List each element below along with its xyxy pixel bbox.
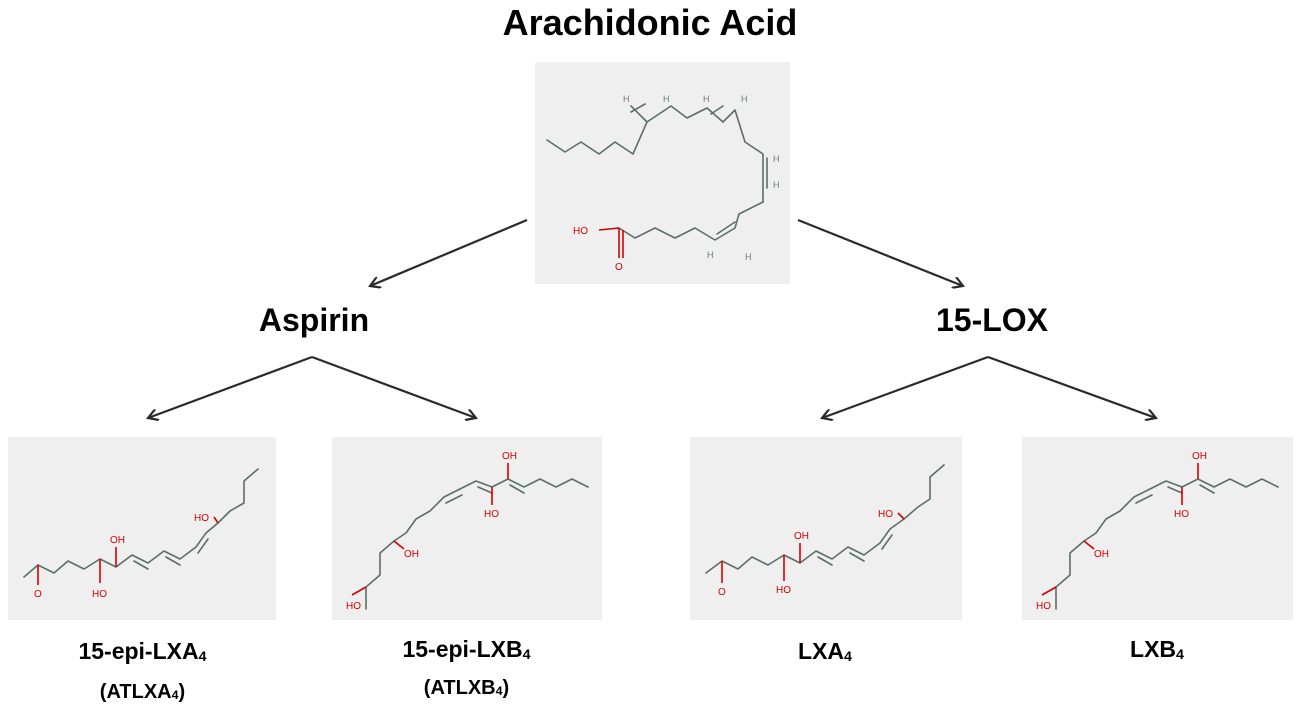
alias-subscript: 4 [495,684,503,699]
arrow-to-15-epi-lxa4 [148,355,313,418]
lxa4-structure-panel: O HO OH HO [690,437,962,620]
hydroxyl-label: OH [404,549,419,560]
alias-label-atlxb4: (ATLXB4) [344,677,589,700]
hydroxyl-label: OH [794,531,809,542]
arrow-to-lxb4 [987,355,1156,418]
hydrogen-label: H [745,252,752,262]
product-name: 15-epi-LXB [402,636,523,662]
hydroxyl-label: HO [1174,509,1189,520]
product-label-lxa4: LXA4 [730,638,920,665]
alias-close: ) [178,681,186,703]
15-epi-lxa4-structure: O HO OH HO [23,468,259,600]
hydroxyl-label: OH [1094,549,1109,560]
alias-name: (ATLXB [423,677,496,699]
branch-label-aspirin: Aspirin [258,302,370,338]
hydrogen-label: H [663,94,670,104]
lxb4-structure: HO OH HO OH [1036,451,1279,612]
hydroxyl-label: HO [346,601,361,612]
product-name: 15-epi-LXA [78,638,199,664]
hydroxyl-label: HO [1036,601,1051,612]
lxa4-structure: O HO OH HO [705,464,945,598]
15-epi-lxb4-structure-panel: HO OH HO OH [332,437,602,620]
diagram-title: Arachidonic Acid [502,2,798,43]
product-label-lxb4: LXB4 [1062,636,1252,663]
hydroxyl-label: HO [484,509,499,520]
15-epi-lxa4-structure-panel: O HO OH HO [8,437,276,620]
product-subscript: 4 [1176,646,1184,663]
hydrogen-label: H [773,180,780,190]
arrow-to-15-epi-lxb4 [311,355,476,418]
alias-subscript: 4 [171,688,179,703]
acid-oxygen-label: O [615,262,623,273]
arrow-to-15-lox [797,218,963,286]
hydroxyl-label: OH [502,451,517,462]
arachidonic-acid-structure-panel: HO O H H H H H H H H [535,62,790,284]
hydroxyl-label: HO [194,513,209,524]
alias-name: (ATLXA [99,681,172,703]
hydroxyl-label: OH [110,535,125,546]
product-name: LXB [1130,636,1177,662]
product-subscript: 4 [198,648,207,665]
product-subscript: 4 [522,646,531,663]
oxygen-label: O [34,589,42,600]
hydroxyl-label: HO [776,585,791,596]
hydrogen-label: H [773,154,780,164]
alias-close: ) [502,677,510,699]
hydroxyl-label: OH [1192,451,1207,462]
hydroxyl-label: HO [878,509,893,520]
branch-label-15-lox: 15-LOX [935,302,1049,338]
acid-hydroxyl-label: HO [573,226,588,237]
hydrogen-label: H [707,250,714,260]
arrow-to-aspirin [370,218,528,286]
hydroxyl-label: HO [92,589,107,600]
product-label-15-epi-lxb4: 15-epi-LXB4 [344,636,589,663]
15-epi-lxb4-structure: HO OH HO OH [346,451,589,612]
oxygen-label: O [718,587,726,598]
lxb4-structure-panel: HO OH HO OH [1022,437,1293,620]
product-name: LXA [798,638,845,664]
arrow-to-lxa4 [822,355,989,418]
arachidonic-acid-structure: HO O H H H H H H H H [546,94,780,273]
product-label-15-epi-lxa4: 15-epi-LXA4 [20,638,265,665]
hydrogen-label: H [623,94,630,104]
product-subscript: 4 [844,648,852,665]
hydrogen-label: H [703,94,710,104]
alias-label-atlxa4: (ATLXA4) [20,681,265,704]
hydrogen-label: H [741,94,748,104]
